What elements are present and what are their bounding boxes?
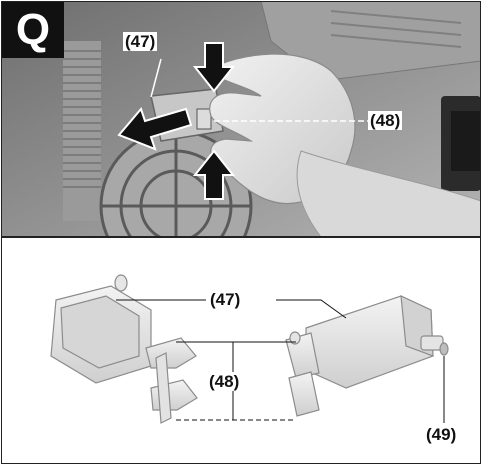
section-divider bbox=[1, 236, 481, 238]
press-arrow-top-icon bbox=[192, 42, 236, 93]
photo-label-48: (48) bbox=[368, 111, 403, 130]
parts-drawing bbox=[1, 238, 481, 464]
drawing-label-47: (47) bbox=[208, 290, 243, 309]
photo-label-47: (47) bbox=[123, 32, 158, 51]
drawing-label-49: (49) bbox=[426, 425, 457, 444]
press-arrow-bottom-icon bbox=[192, 149, 236, 200]
drawing-label-48: (48) bbox=[207, 372, 242, 391]
right-clip-part bbox=[285, 295, 449, 417]
vent-grille bbox=[63, 41, 101, 221]
parts-illustration bbox=[50, 274, 449, 424]
left-clip-part bbox=[50, 274, 198, 424]
pull-arrow-left-icon bbox=[117, 106, 193, 151]
figure-letter-badge: Q bbox=[2, 2, 64, 58]
